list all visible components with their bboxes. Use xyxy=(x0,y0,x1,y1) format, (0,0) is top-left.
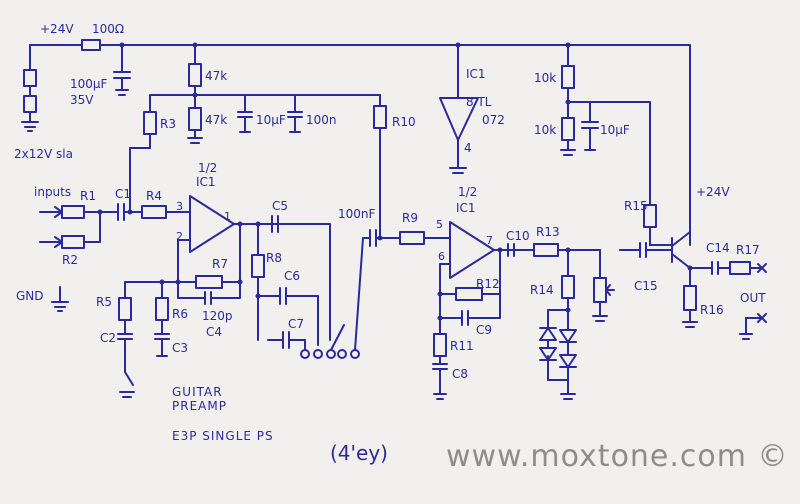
label-c6: C6 xyxy=(284,269,300,283)
title-block: GUITAR PREAMP E3P SINGLE PS (4'ey) xyxy=(172,385,388,465)
label-ic-part: 072 xyxy=(482,113,505,127)
label-r11: R11 xyxy=(450,339,474,353)
output-transistor xyxy=(649,231,767,340)
label-c8: C8 xyxy=(452,367,468,381)
label-pin6: 6 xyxy=(438,250,445,263)
opamp-a xyxy=(117,195,331,398)
watermark: www.moxtone.com © xyxy=(446,439,789,474)
label-r14: R14 xyxy=(530,283,554,297)
label-r16: R16 xyxy=(700,303,724,317)
label-r-10k-top: 10k xyxy=(534,71,556,85)
label-ic-pins: 8 TL xyxy=(466,95,492,109)
label-r-in: 100Ω xyxy=(92,22,124,36)
label-pin2: 2 xyxy=(176,230,183,243)
battery-cell-1 xyxy=(23,69,37,87)
label-supply: +24V xyxy=(40,22,74,36)
ic1-supply-symbol xyxy=(439,44,479,174)
handwritten-note: (4'ey) xyxy=(330,441,388,465)
label-c-100nf: 100nF xyxy=(338,207,376,221)
label-inputs: inputs xyxy=(34,185,71,199)
label-c4: C4 xyxy=(206,325,222,339)
label-ic1-b: IC1 xyxy=(456,201,476,215)
label-c9: C9 xyxy=(476,323,492,337)
label-ic-gnd-pin: 4 xyxy=(464,141,472,155)
title-line-1: GUITAR xyxy=(172,385,223,399)
label-r-10k-bot: 10k xyxy=(534,123,556,137)
label-cap-bulk-value: 100µF xyxy=(70,77,108,91)
label-c2: C2 xyxy=(100,331,116,345)
label-c3: C3 xyxy=(172,341,188,355)
label-r1: R1 xyxy=(80,189,96,203)
component-labels: +24V 100Ω 100µF 35V 2x12V sla 47k 47k 10… xyxy=(14,22,766,381)
label-r8: R8 xyxy=(266,251,282,265)
tone-network xyxy=(251,215,364,359)
input-stage xyxy=(39,203,191,312)
label-c-10uf-right: 10µF xyxy=(600,123,630,137)
label-r-bias-top: 47k xyxy=(205,69,227,83)
label-r13: R13 xyxy=(536,225,560,239)
label-r10: R10 xyxy=(392,115,416,129)
label-r9: R9 xyxy=(402,211,418,225)
label-ic1-a: IC1 xyxy=(196,175,216,189)
label-pin5: 5 xyxy=(436,218,443,231)
clipper-network xyxy=(533,242,673,400)
label-half-ic1-a: 1/2 xyxy=(198,161,217,175)
label-pin3: 3 xyxy=(176,200,183,213)
label-half-ic1-b: 1/2 xyxy=(458,185,477,199)
label-r3: R3 xyxy=(160,117,176,131)
label-r7: R7 xyxy=(212,257,228,271)
opamp-b xyxy=(362,221,535,400)
label-r4: R4 xyxy=(146,189,162,203)
label-c15: C15 xyxy=(634,279,658,293)
label-r15: R15 xyxy=(624,199,648,213)
label-c1: C1 xyxy=(115,187,131,201)
resistor-100r xyxy=(81,39,101,51)
label-c-bias-f: 100n xyxy=(306,113,337,127)
label-pin1: 1 xyxy=(224,210,231,223)
label-r17: R17 xyxy=(736,243,760,257)
label-out: OUT xyxy=(740,291,766,305)
label-battery: 2x12V sla xyxy=(14,147,73,161)
label-r-bias-bot: 47k xyxy=(205,113,227,127)
label-ic1: IC1 xyxy=(466,67,486,81)
label-c10: C10 xyxy=(506,229,530,243)
label-c7: C7 xyxy=(288,317,304,331)
label-gnd: GND xyxy=(16,289,44,303)
label-r5: R5 xyxy=(96,295,112,309)
label-c-bias-e: 10µF xyxy=(256,113,286,127)
label-r2: R2 xyxy=(62,253,78,267)
label-cap-bulk-voltage: 35V xyxy=(70,93,94,107)
title-line-3: E3P SINGLE PS xyxy=(172,429,274,443)
label-pin7: 7 xyxy=(486,234,493,247)
label-c14: C14 xyxy=(706,241,730,255)
label-supply-right: +24V xyxy=(696,185,730,199)
title-line-2: PREAMP xyxy=(172,399,227,413)
supply-section xyxy=(21,39,691,246)
battery-cell-2 xyxy=(23,95,37,113)
label-c-120p: 120p xyxy=(202,309,233,323)
bias-network xyxy=(129,44,387,239)
label-c5: C5 xyxy=(272,199,288,213)
label-r12: R12 xyxy=(476,277,500,291)
right-divider xyxy=(560,44,657,246)
label-r6: R6 xyxy=(172,307,188,321)
